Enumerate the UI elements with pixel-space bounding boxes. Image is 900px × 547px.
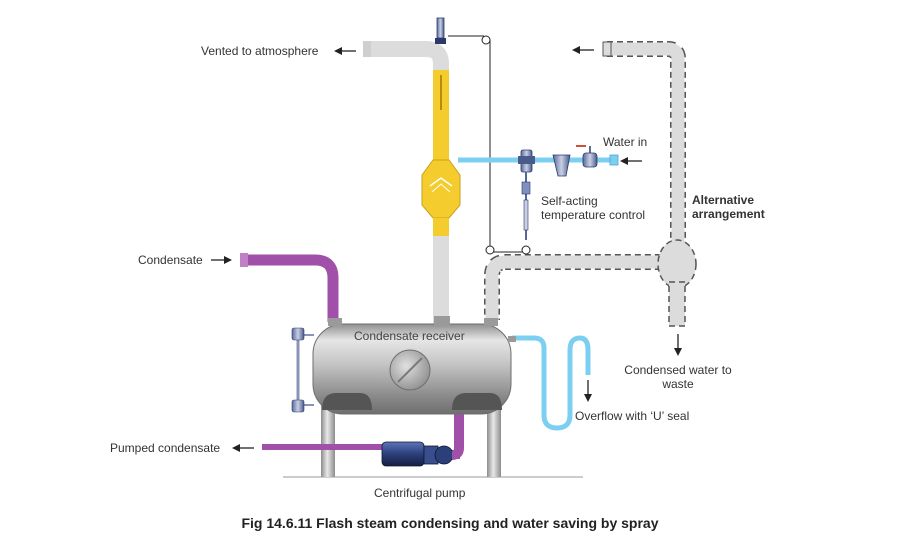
label-pumped-condensate: Pumped condensate xyxy=(110,441,221,455)
spray-condenser xyxy=(421,70,461,236)
label-water-in: Water in xyxy=(603,135,648,149)
label-alternative: Alternative xyxy=(692,193,755,207)
label-arrangement: arrangement xyxy=(692,207,765,221)
condensate-inlet-pipe xyxy=(240,253,339,322)
label-vented-to-atmosphere: Vented to atmosphere xyxy=(201,44,319,58)
receiver-legs xyxy=(321,405,501,477)
figure-caption: Fig 14.6.11 Flash steam condensing and w… xyxy=(241,515,659,531)
condensate-receiver-vessel xyxy=(312,316,516,415)
alternative-arrangement-pipe xyxy=(484,41,697,327)
centrifugal-pump xyxy=(381,441,460,467)
label-overflow: Overflow with ‘U’ seal xyxy=(575,409,690,423)
arrow-icon xyxy=(211,46,682,452)
sight-glass-icon xyxy=(291,327,314,413)
strainer-icon xyxy=(552,154,571,177)
label-condensed-water: Condensed water to xyxy=(624,363,732,377)
self-acting-control-valve xyxy=(518,149,535,240)
label-waste: waste xyxy=(662,377,694,391)
label-self-acting: Self-acting xyxy=(541,194,598,208)
label-centrifugal-pump: Centrifugal pump xyxy=(374,486,466,500)
label-temperature-control: temperature control xyxy=(541,208,646,222)
overflow-u-seal xyxy=(512,335,591,431)
valve-icon xyxy=(576,145,598,168)
label-condensate: Condensate xyxy=(138,253,203,267)
temperature-sensor xyxy=(435,17,531,255)
label-condensate-receiver: Condensate receiver xyxy=(354,329,465,343)
